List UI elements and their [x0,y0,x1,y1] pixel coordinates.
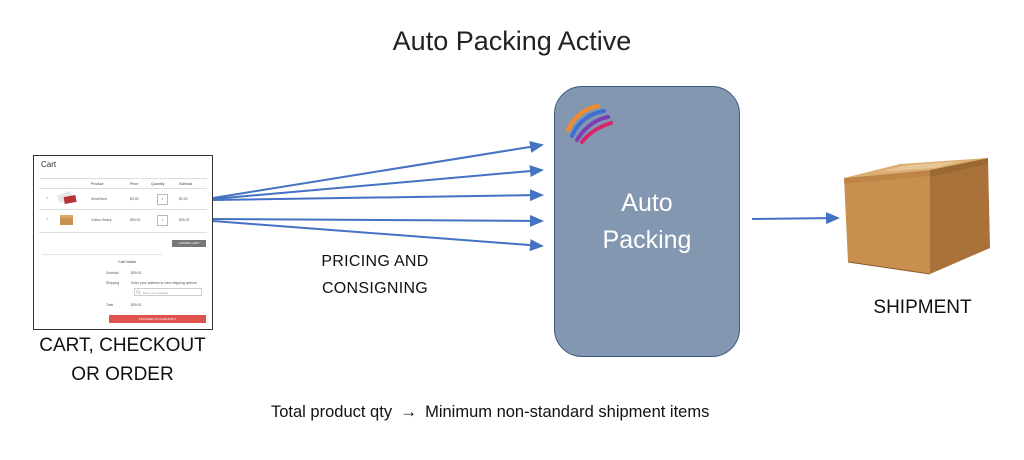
auto-packing-line-2: Packing [602,226,692,254]
auto-packing-line-1: Auto [621,189,673,217]
product-thumbnail-box [60,215,73,225]
shipping-address-input[interactable]: Enter your address [134,288,202,296]
column-product: Product [91,182,104,186]
column-quantity: Quantity [151,182,165,186]
arrow-to-auto-packing [212,140,544,199]
divider [39,232,207,233]
arrow-to-auto-packing [212,165,544,200]
total-value: $93.00 [131,303,142,307]
cart-thumbnail: Cart Product Price Quantity Subtotal × S… [33,155,213,330]
arrow-to-auto-packing [212,189,544,202]
cart-item-name[interactable]: Cotton Heavy [91,218,112,222]
cart-totals-heading: Cart totals [118,259,137,264]
pricing-line-1: PRICING AND [321,253,429,270]
arrow-to-auto-packing [212,220,544,252]
diagram-title: Auto Packing Active [392,26,632,56]
pricing-consigning-label: PRICING AND CONSIGNING [300,248,450,302]
subtotal-value: $93.00 [131,271,142,275]
auto-packing-logo-icon [566,104,613,144]
footer-relationship: Total product qty → Minimum non-standard s… [271,402,709,422]
footer-left-text: Total product qty [271,403,393,421]
cart-item-subtotal: $90.00 [179,218,190,222]
cart-item-subtotal: $3.00 [179,197,188,201]
proceed-to-checkout-button[interactable]: PROCEED TO CHECKOUT [109,315,206,323]
total-label: Total [106,303,114,307]
divider [39,209,207,210]
shipment-label: SHIPMENT [873,297,972,318]
divider [39,188,207,189]
shipping-label: Shipping [106,281,120,285]
divider [42,254,162,255]
arrow-to-shipment [751,212,840,225]
cart-checkout-order-caption: CART, CHECKOUT OR ORDER [20,331,225,389]
caption-line-1: CART, CHECKOUT [39,335,206,356]
cart-item-name[interactable]: Small Item [91,197,108,201]
right-arrow-icon: → [400,402,418,421]
pricing-line-2: CONSIGNING [321,280,429,297]
cart-item-price: $90.00 [130,218,141,222]
auto-packing-label: Auto Packing [554,185,740,259]
cart-heading: Cart [41,160,57,169]
caption-line-2: OR ORDER [71,364,174,385]
cart-item-price: $3.00 [130,197,139,201]
shipment-box-icon [844,158,990,275]
shipping-info: Enter your address to view shipping opti… [131,281,197,285]
update-cart-button[interactable]: UPDATE CART [172,240,206,247]
search-icon [136,290,141,295]
remove-item-icon[interactable]: × [46,195,49,200]
quantity-stepper[interactable]: 1 [157,215,168,226]
footer-right-text: Minimum non-standard shipment items [425,403,710,421]
column-subtotal: Subtotal [179,182,193,186]
remove-item-icon[interactable]: × [46,216,49,221]
divider [39,178,207,179]
product-thumbnail-small-item [57,191,77,204]
subtotal-label: Subtotal [106,271,119,275]
quantity-stepper[interactable]: 1 [157,194,168,205]
arrow-to-auto-packing [212,214,544,227]
column-price: Price [130,182,139,186]
